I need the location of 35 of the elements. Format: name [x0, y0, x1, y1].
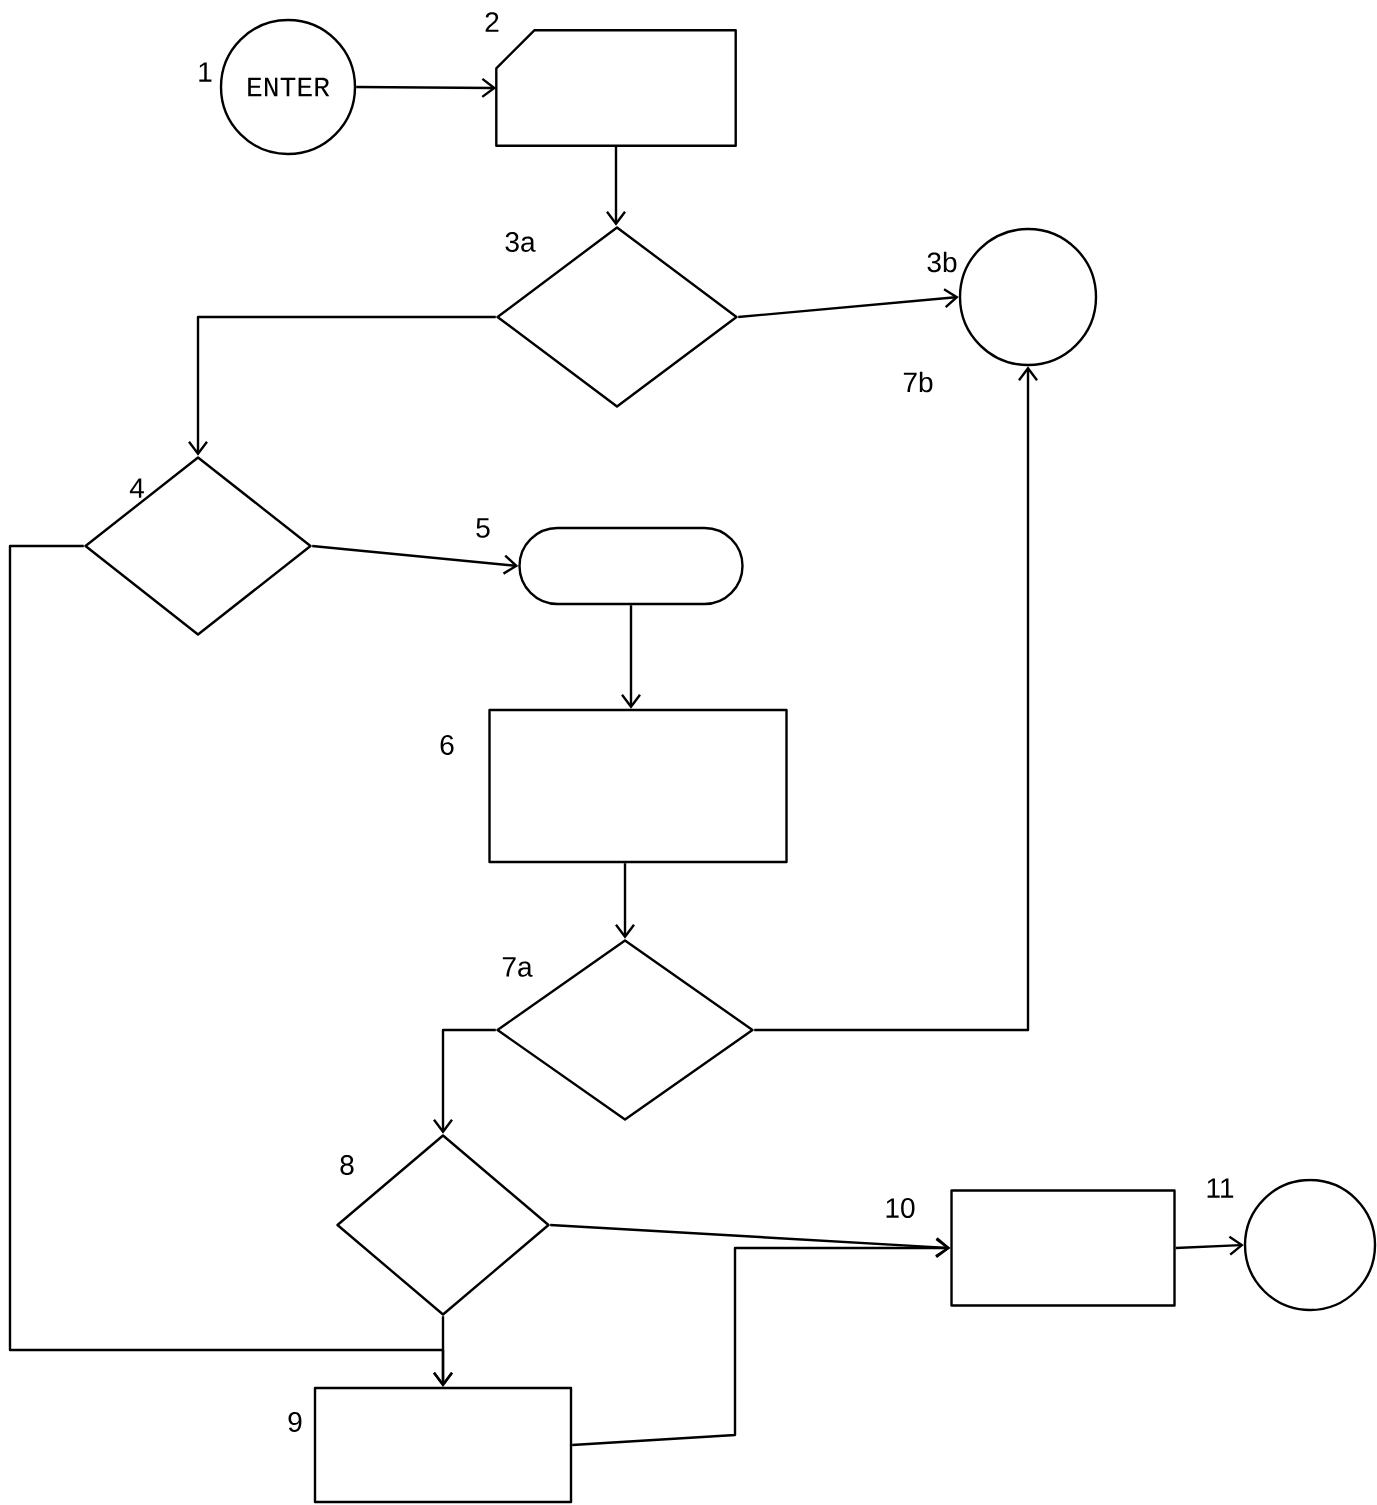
- arrow: [433, 1028, 496, 1134]
- process-box: [950, 1189, 1176, 1307]
- arrow: [606, 145, 626, 226]
- decision-diamond: [496, 226, 738, 408]
- arrow: [615, 863, 635, 939]
- step-number: 5: [476, 518, 490, 538]
- step-number: 6: [440, 735, 454, 755]
- arrow: [754, 366, 1038, 1032]
- step-number: 10: [886, 1198, 915, 1218]
- decision-diamond: [336, 1134, 550, 1316]
- step-number: 8: [340, 1155, 354, 1175]
- arrow: [188, 315, 496, 456]
- arrow: [312, 544, 519, 575]
- process-box: [488, 708, 788, 864]
- step-number: 9: [288, 1412, 302, 1432]
- arrow: [572, 1238, 951, 1447]
- arrow: [356, 77, 497, 98]
- decision-diamond: [496, 939, 754, 1121]
- step-number: 7a: [502, 957, 533, 977]
- connector-circle: [958, 227, 1098, 367]
- step-number: 3a: [505, 232, 536, 252]
- arrow: [1175, 1235, 1244, 1256]
- arrow: [433, 1316, 453, 1387]
- decision-diamond: [84, 456, 312, 636]
- step-number: 7b: [903, 371, 933, 393]
- process-box: [313, 1386, 573, 1504]
- step-number: 4: [129, 478, 144, 498]
- arrow: [738, 288, 959, 319]
- step-number: 3b: [927, 251, 957, 273]
- step-number: 11: [1207, 1178, 1234, 1198]
- terminal-box: [518, 526, 744, 606]
- step-number: 2: [485, 12, 499, 32]
- arrow: [621, 605, 641, 709]
- step-number: 1: [199, 62, 212, 82]
- connector-circle: [1243, 1178, 1377, 1312]
